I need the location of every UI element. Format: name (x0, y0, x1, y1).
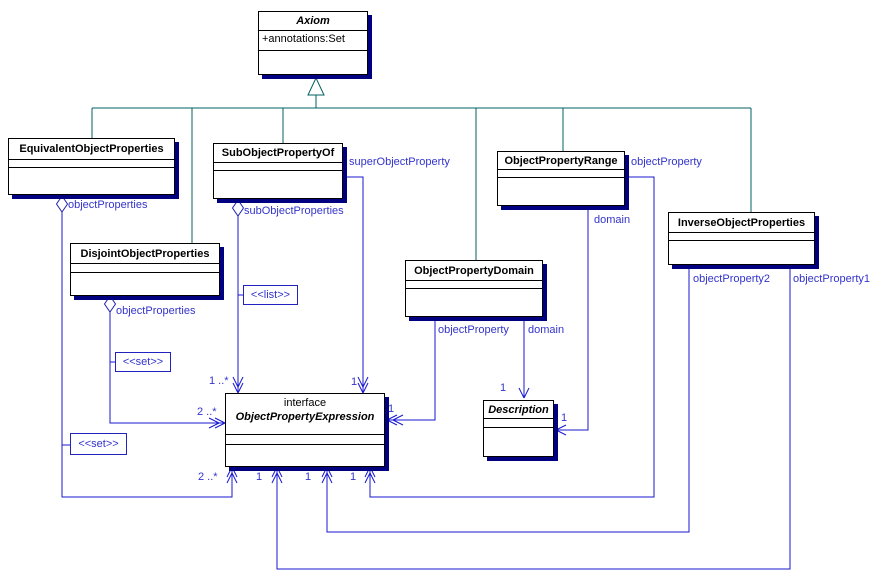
empty-compartment (71, 264, 219, 273)
empty-compartment (498, 170, 624, 178)
multiplicity-domain-objectProperty: 1 (388, 403, 395, 415)
empty-compartment (484, 419, 553, 428)
stereotype-list-box-sub: <<list>> (243, 285, 298, 305)
class-object-property-range: ObjectPropertyRange (497, 151, 625, 206)
stereotype-set-box-disjoint: <<set>> (115, 352, 171, 372)
empty-compartment (9, 168, 174, 194)
label-superObjectProperty: superObjectProperty (349, 156, 450, 168)
class-equivalent-object-properties-name: EquivalentObjectProperties (9, 139, 174, 160)
label-inverse-objectProperty2: objectProperty2 (693, 273, 771, 285)
diamond-equivalent-icon (55, 195, 69, 213)
empty-compartment (669, 233, 814, 241)
multiplicity-superObjectProperty: 1 (351, 376, 358, 388)
class-object-property-domain: ObjectPropertyDomain (405, 260, 543, 317)
arrow-superObjectProperty-icon (357, 376, 369, 394)
label-domain-domain: domain (528, 324, 565, 336)
multiplicity-inverse-op2: 1 (305, 471, 312, 483)
aggregation-diamonds (55, 195, 245, 313)
arrow-disjoint-icon (208, 417, 226, 429)
interface-header: interface ObjectPropertyExpression (226, 394, 384, 435)
assoc-inverse-objectProperty1-line (276, 265, 791, 570)
assoc-sub-superObjectProperty-line (343, 176, 364, 393)
multiplicity-domain-domain: 1 (500, 382, 507, 394)
class-object-property-range-name: ObjectPropertyRange (498, 152, 624, 170)
class-axiom-empty-compartment (259, 51, 367, 74)
label-range-domain: domain (594, 214, 631, 226)
assoc-range-domain-line (556, 206, 589, 431)
interface-object-property-expression: interface ObjectPropertyExpression (225, 393, 385, 467)
label-inverse-objectProperty1: objectProperty1 (793, 273, 871, 285)
label-subObjectProperties: subObjectProperties (244, 205, 344, 217)
empty-compartment (484, 428, 553, 456)
association-lines (61, 176, 791, 570)
empty-compartment (214, 163, 342, 171)
arrow-inverse-op1-icon (271, 466, 283, 484)
assoc-inverse-objectProperty2-line (326, 265, 690, 533)
stereotype-set-box-equivalent: <<set>> (70, 433, 127, 455)
class-description: Description (483, 400, 554, 457)
interface-object-property-expression-name: ObjectPropertyExpression (235, 411, 375, 423)
assoc-disjoint-objectProperties-line (109, 312, 225, 424)
class-axiom-name: Axiom (259, 12, 367, 31)
label-domain-objectProperty: objectProperty (438, 324, 509, 336)
empty-compartment (226, 445, 384, 466)
diamond-disjoint-icon (103, 295, 117, 313)
arrow-range-objectProperty-icon (364, 466, 376, 484)
label-disjoint-objectProperties: objectProperties (116, 305, 196, 317)
empty-compartment (406, 281, 542, 289)
class-inverse-object-properties: InverseObjectProperties (668, 212, 815, 265)
assoc-domain-objectProperty-line (387, 317, 436, 421)
generalization-triangle-icon (307, 76, 325, 96)
empty-compartment (226, 435, 384, 445)
multiplicity-disjoint: 2 ..* (197, 406, 217, 418)
arrow-domain-objectProperty-icon (386, 414, 404, 426)
empty-compartment (71, 273, 219, 295)
label-equivalent-objectProperties: objectProperties (68, 199, 148, 211)
multiplicity-inverse-op1: 1 (256, 471, 263, 483)
class-inverse-object-properties-name: InverseObjectProperties (669, 213, 814, 233)
arrow-equivalent-icon (226, 466, 238, 484)
class-disjoint-object-properties: DisjointObjectProperties (70, 243, 220, 296)
class-axiom-attribute: +annotations:Set (259, 31, 367, 51)
arrow-inverse-op2-icon (321, 466, 333, 484)
diamond-sub-icon (231, 199, 245, 217)
arrow-range-domain-icon (555, 424, 567, 436)
multiplicity-range-objectProperty: 1 (350, 471, 357, 483)
empty-compartment (9, 160, 174, 168)
assoc-equivalent-objectProperties-line (61, 212, 233, 498)
empty-compartment (498, 178, 624, 205)
class-object-property-domain-name: ObjectPropertyDomain (406, 261, 542, 281)
empty-compartment (406, 289, 542, 316)
class-sub-object-property-of: SubObjectPropertyOf (213, 143, 343, 199)
arrow-domain-domain-icon (518, 387, 530, 399)
empty-compartment (214, 171, 342, 198)
arrow-subObjectProperties-icon (232, 376, 244, 394)
label-range-objectProperty: objectProperty (631, 156, 702, 168)
class-equivalent-object-properties: EquivalentObjectProperties (8, 138, 175, 195)
generalization-lines (91, 95, 752, 260)
class-disjoint-object-properties-name: DisjointObjectProperties (71, 244, 219, 264)
empty-compartment (669, 241, 814, 264)
assoc-range-objectProperty-line (369, 176, 655, 498)
class-axiom: Axiom +annotations:Set (258, 11, 368, 75)
interface-keyword: interface (283, 397, 327, 409)
multiplicity-range-domain: 1 (561, 412, 568, 424)
class-description-name: Description (484, 401, 553, 419)
multiplicity-sub-list: 1 ..* (209, 375, 229, 387)
association-arrowheads (208, 376, 567, 484)
class-sub-object-property-of-name: SubObjectPropertyOf (214, 144, 342, 163)
multiplicity-equivalent: 2 ..* (198, 471, 218, 483)
